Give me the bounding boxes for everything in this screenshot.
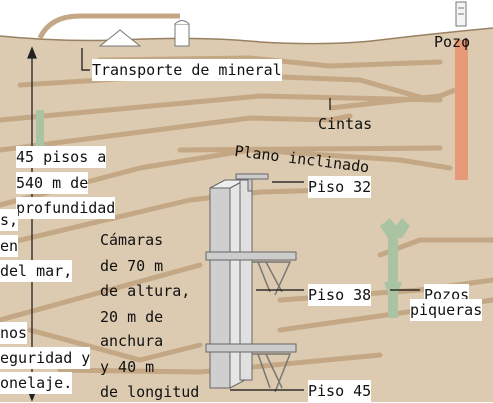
label-camaras-1: Cámaras xyxy=(100,231,164,249)
label-camaras-7: de longitud xyxy=(100,383,200,401)
conveyor-ramp xyxy=(329,87,456,111)
label-transporte-de-mineral: Transporte de mineral xyxy=(92,59,282,81)
label-pisos-line-2: 540 m de xyxy=(16,172,89,194)
label-piso-38: Piso 38 xyxy=(308,284,372,306)
label-piso-45: Piso 45 xyxy=(308,380,372,402)
main-shaft xyxy=(455,40,468,180)
label-cut-4: nos xyxy=(0,322,28,344)
chamber-block xyxy=(205,173,297,393)
green-ore-pass-right xyxy=(380,218,410,318)
building-silo-icon xyxy=(174,23,190,47)
label-piqueras: piqueras xyxy=(410,299,483,321)
label-cut-3: del mar, xyxy=(0,260,73,282)
label-camaras-6: y 40 m xyxy=(100,358,155,376)
label-cut-2: en xyxy=(0,235,19,257)
label-pisos-line-3: profundidad xyxy=(16,197,116,219)
label-camaras-3: de altura, xyxy=(100,282,191,300)
label-cut-6: onelaje. xyxy=(0,372,73,394)
label-cut-1: s, xyxy=(0,209,19,231)
label-cut-5: eguridad y xyxy=(0,347,91,369)
building-tent-icon xyxy=(98,29,142,47)
label-camaras-4: 20 m de xyxy=(100,308,164,326)
leader-lines xyxy=(81,38,467,391)
label-piso-32: Piso 32 xyxy=(308,176,372,198)
label-pozo: Pozo xyxy=(434,33,471,51)
label-camaras-5: anchura xyxy=(100,332,164,350)
label-camaras-2: de 70 m xyxy=(100,257,164,275)
label-pisos-line-1: 45 pisos a xyxy=(16,146,107,168)
ground-surface-line xyxy=(0,27,493,45)
surface-tunnel xyxy=(37,13,180,40)
label-cintas: Cintas xyxy=(318,115,373,133)
